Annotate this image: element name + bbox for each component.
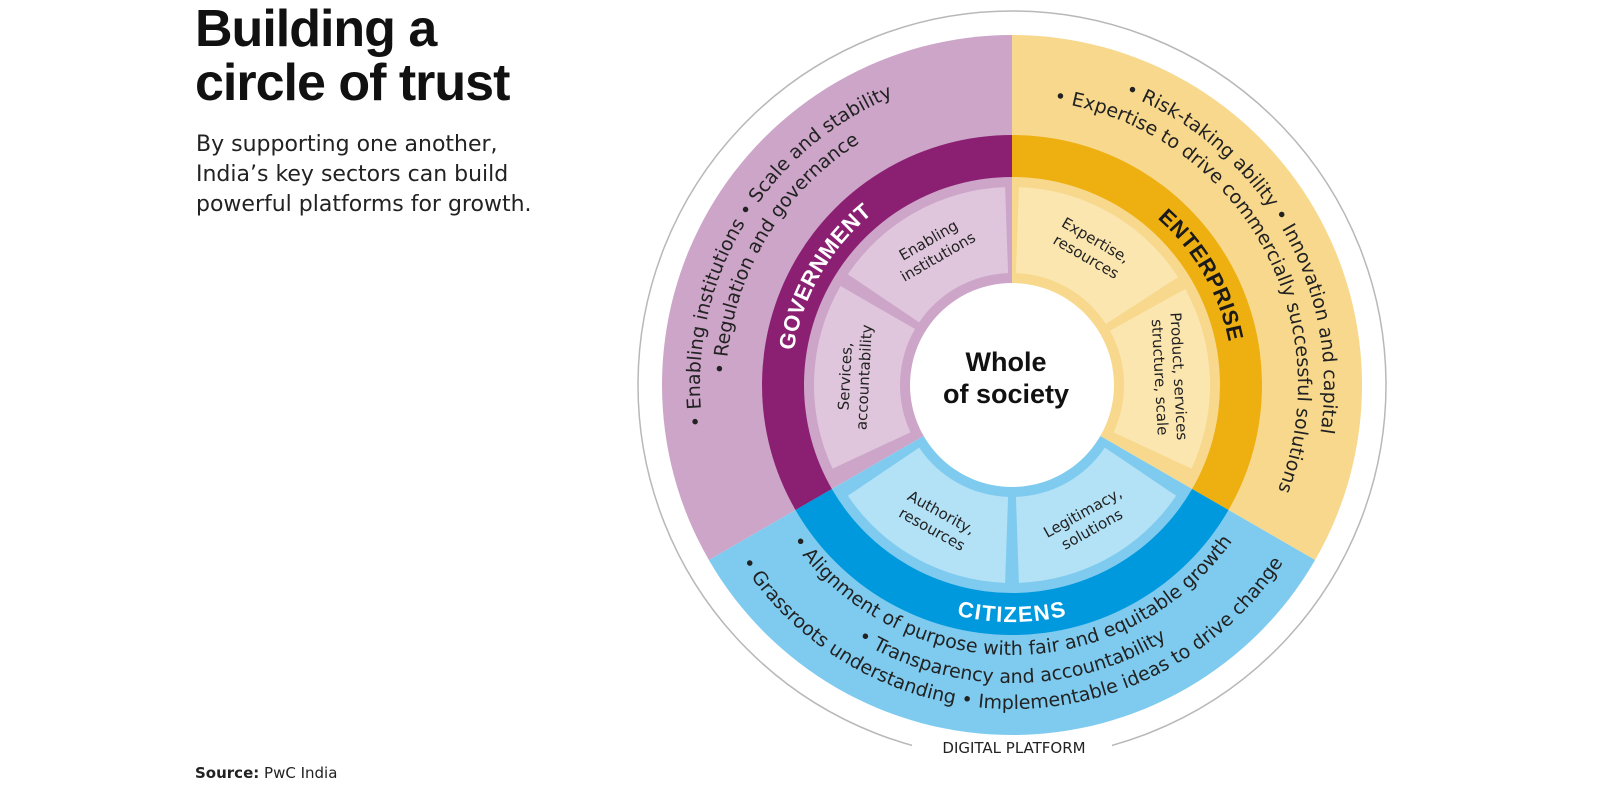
segment-services-accountability (814, 286, 916, 469)
platform-label: DIGITAL PLATFORM (942, 739, 1085, 757)
enterprise-segment-label: Product, servicesstructure, scale (1147, 312, 1191, 442)
citizens-sector (708, 385, 1316, 735)
center-label-line1: Whole (966, 347, 1047, 377)
subtitle: By supporting one another, India’s key s… (196, 132, 532, 217)
center-label-line2: of society (943, 379, 1069, 409)
platform-label-bg (912, 735, 1112, 775)
segment-enabling-institutions (847, 187, 1009, 323)
citizens-ring (795, 489, 1229, 636)
segment-label-line: Services, (834, 342, 856, 411)
segment-product-services (1109, 289, 1210, 469)
segment-expertise-resources (1015, 187, 1179, 325)
segment-label-line: accountability (852, 324, 876, 431)
government-ring (762, 134, 1012, 510)
enterprise-ring (1012, 135, 1263, 510)
government-segment-label: Services,accountability (833, 323, 875, 431)
source-note: Source: PwC India (195, 764, 338, 782)
segment-authority-resources (847, 447, 1009, 583)
center-circle (910, 283, 1114, 487)
segment-legitimacy-solutions (1015, 447, 1177, 583)
